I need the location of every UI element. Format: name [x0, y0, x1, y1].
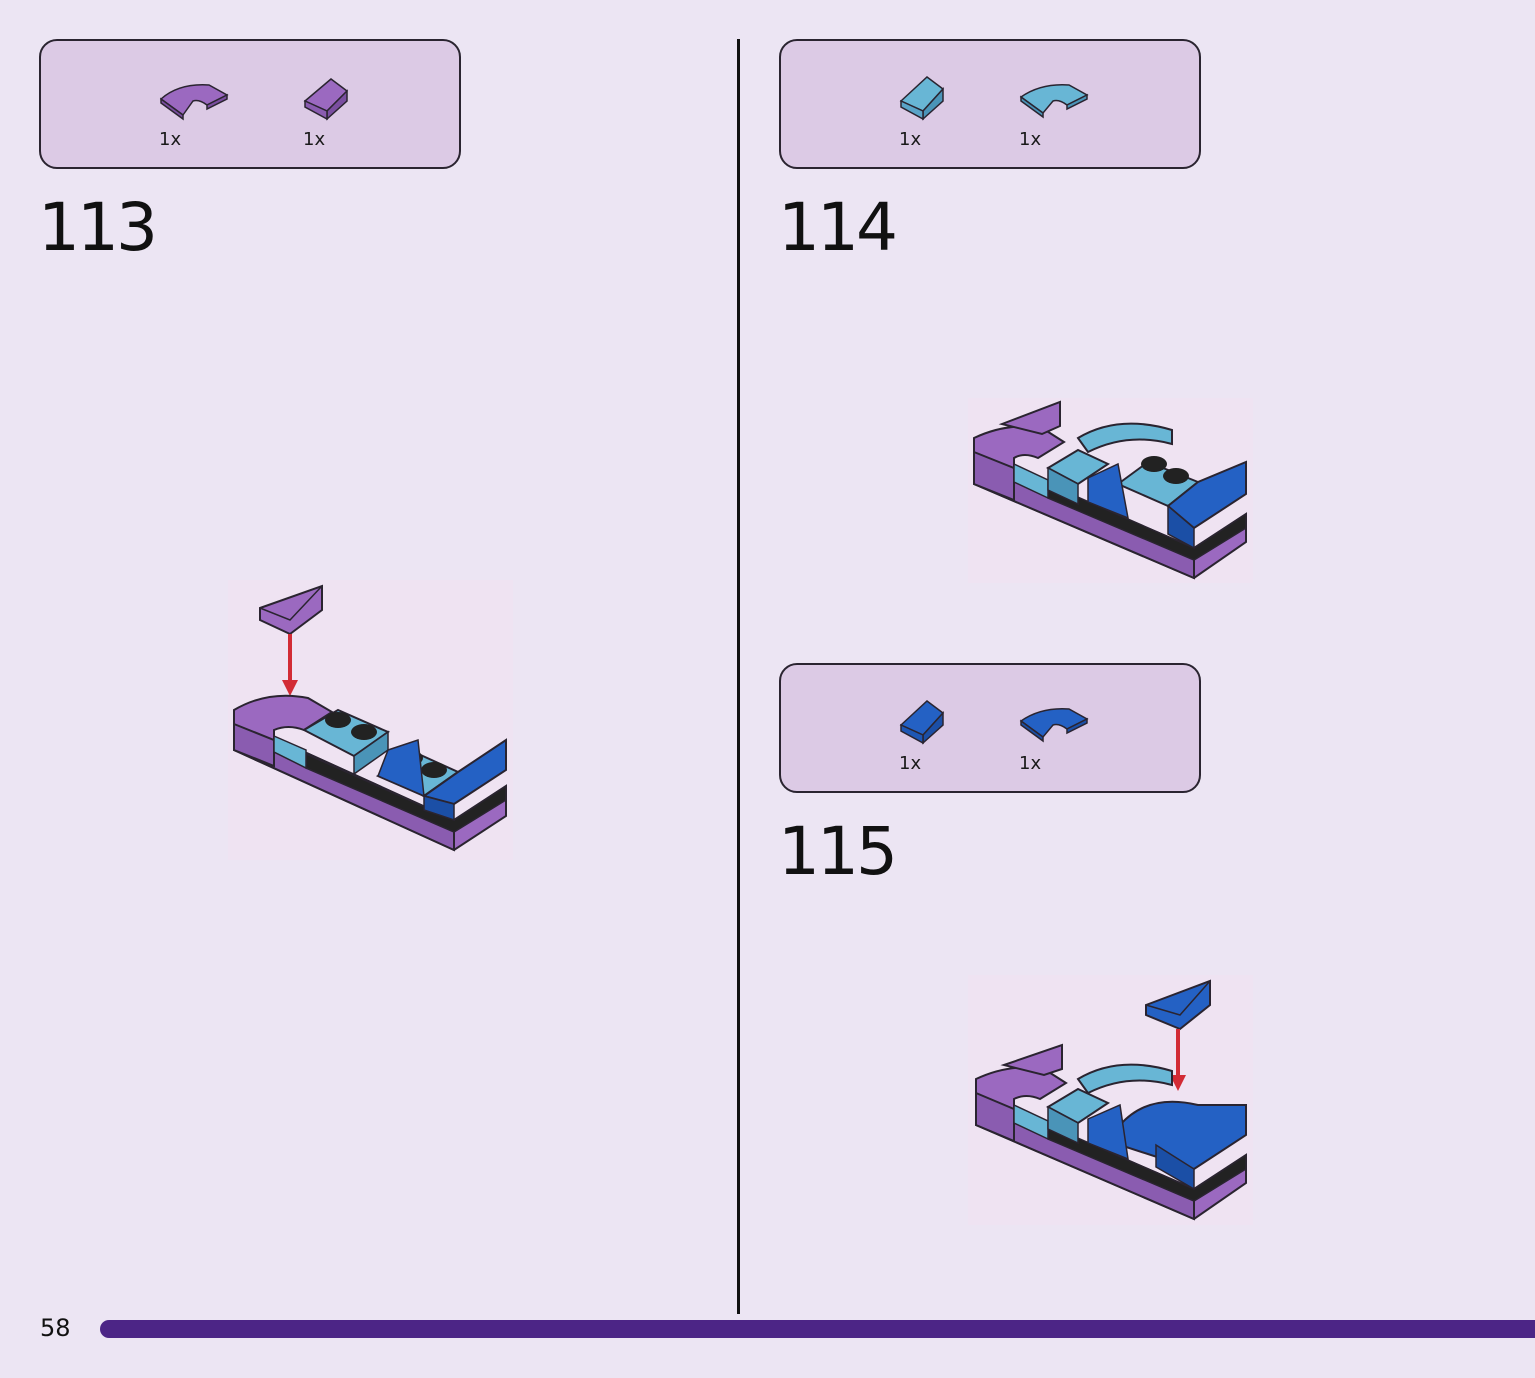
part-115-2: 1x [1019, 695, 1099, 775]
blue-slope-icon [899, 700, 945, 745]
part-114-1: 1x [899, 71, 979, 151]
azure-slope-icon [899, 76, 945, 121]
parts-callout-113: 1x 1x [39, 39, 461, 169]
footer-accent-bar [100, 1320, 1535, 1338]
part-113-2: 1x [303, 71, 383, 151]
step-number-113: 113 [38, 189, 158, 266]
purple-curved-slope-icon [159, 84, 229, 121]
part-quantity: 1x [899, 129, 922, 150]
step-number-114: 114 [778, 189, 898, 266]
part-quantity: 1x [1019, 753, 1042, 774]
parts-callout-115: 1x 1x [779, 663, 1201, 793]
part-115-1: 1x [899, 695, 979, 775]
part-113-1: 1x [159, 71, 239, 151]
model-illustration-114 [968, 398, 1253, 583]
part-quantity: 1x [159, 129, 182, 150]
purple-slope-icon [303, 78, 349, 121]
part-quantity: 1x [303, 129, 326, 150]
model-illustration-113 [228, 580, 513, 860]
azure-curved-slope-icon [1019, 84, 1089, 119]
part-114-2: 1x [1019, 71, 1099, 151]
blue-curved-slope-icon [1019, 708, 1089, 743]
part-quantity: 1x [899, 753, 922, 774]
part-quantity: 1x [1019, 129, 1042, 150]
page-number: 58 [40, 1314, 71, 1342]
column-divider [737, 39, 740, 1314]
model-illustration-115 [968, 975, 1253, 1225]
parts-callout-114: 1x 1x [779, 39, 1201, 169]
step-number-115: 115 [778, 813, 898, 890]
